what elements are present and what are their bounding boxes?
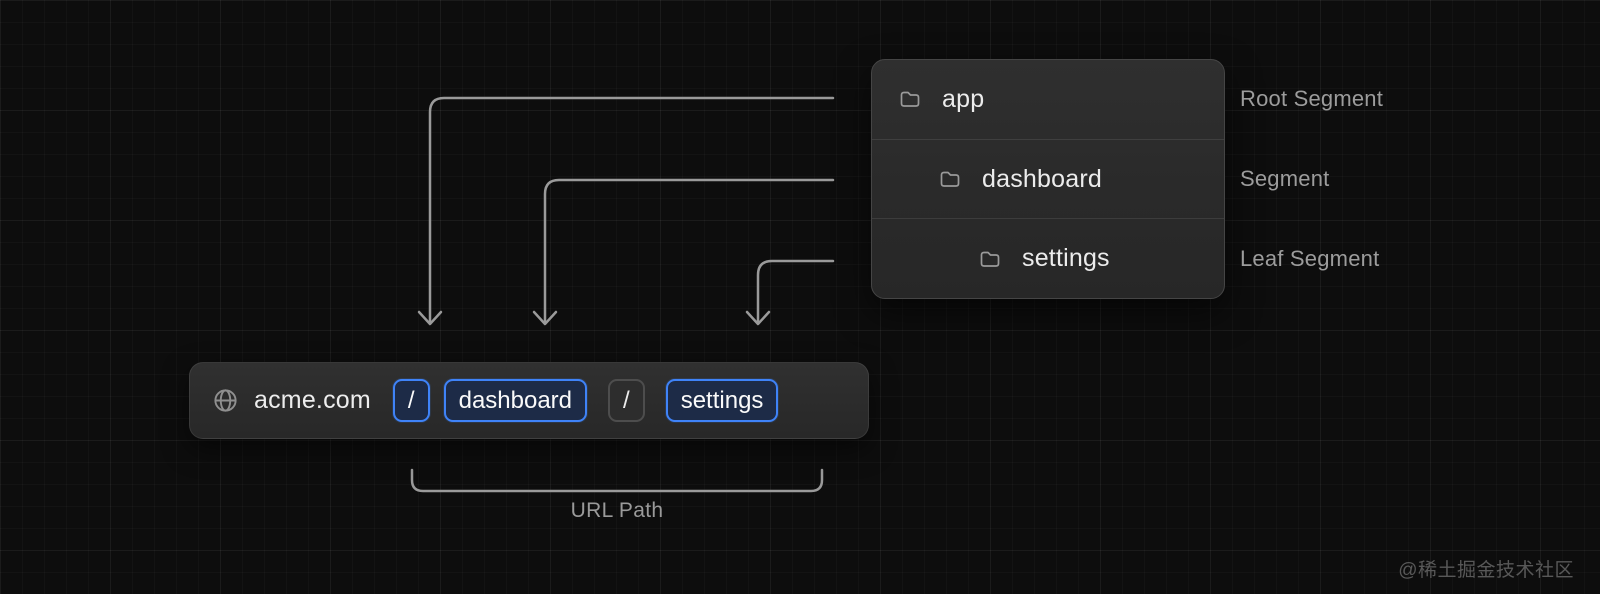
globe-icon <box>212 387 239 414</box>
url-segment-root-slash: / <box>392 379 430 422</box>
folder-row-dashboard: dashboard <box>872 138 1224 219</box>
arrowhead-settings-segment <box>745 310 771 326</box>
folder-label-settings: settings <box>1022 244 1110 273</box>
url-bar: acme.com / dashboard / settings <box>189 362 869 439</box>
annotation-text: Leaf Segment <box>1240 246 1380 271</box>
folder-icon <box>978 247 1002 271</box>
folder-row-app: app <box>872 60 1224 139</box>
arrowhead-root-segment <box>417 310 443 326</box>
annotation-text: Segment <box>1240 166 1330 191</box>
folder-label-dashboard: dashboard <box>982 164 1102 193</box>
url-segment-settings: settings <box>665 379 779 422</box>
annotation-text: Root Segment <box>1240 86 1384 111</box>
folder-icon <box>898 87 922 111</box>
folder-row-settings: settings <box>872 218 1224 298</box>
annotation-root-segment: Root Segment <box>1240 59 1540 139</box>
arrow-dashboard-segment <box>543 178 835 324</box>
annotation-leaf-segment: Leaf Segment <box>1240 219 1540 299</box>
url-segment-slash: / <box>608 379 645 422</box>
folder-icon <box>938 167 962 191</box>
arrowhead-dashboard-segment <box>532 310 558 326</box>
folder-label-app: app <box>942 84 985 113</box>
annotation-segment: Segment <box>1240 139 1540 219</box>
segment-annotations: Root Segment Segment Leaf Segment <box>1240 59 1540 299</box>
url-path-bracket <box>410 468 824 493</box>
arrow-root-segment <box>428 96 835 324</box>
watermark: @稀土掘金技术社区 <box>1398 560 1574 581</box>
folder-tree-panel: app dashboard settings <box>871 59 1225 299</box>
url-path-caption: URL Path <box>570 499 664 522</box>
arrow-settings-segment <box>756 259 835 324</box>
url-domain: acme.com <box>254 386 371 414</box>
url-segment-dashboard: dashboard <box>443 379 588 422</box>
